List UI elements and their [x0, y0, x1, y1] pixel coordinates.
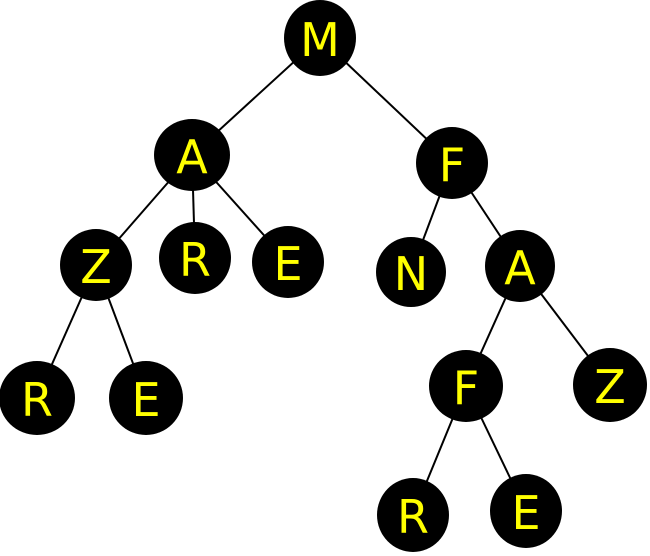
tree-node-m: M — [284, 0, 356, 76]
tree-node-r3: R — [377, 478, 449, 552]
tree-node-e2: E — [109, 361, 183, 435]
node-label: Z — [80, 240, 112, 294]
node-label: R — [397, 490, 429, 544]
node-circle — [485, 230, 555, 302]
node-circle — [376, 237, 446, 307]
tree-node-z2: Z — [573, 348, 647, 422]
tree-node-a2: A — [485, 230, 555, 302]
node-circle — [490, 474, 562, 548]
node-label: A — [176, 130, 208, 184]
node-label: F — [453, 361, 479, 415]
node-circle — [159, 222, 231, 294]
node-label: A — [504, 241, 536, 295]
tree-node-e1: E — [252, 226, 324, 298]
node-label: M — [300, 13, 340, 67]
tree-node-f2: F — [429, 350, 503, 422]
node-circle — [109, 361, 183, 435]
tree-node-a1: A — [154, 119, 230, 191]
node-label: R — [179, 233, 211, 287]
node-circle — [252, 226, 324, 298]
node-circle — [573, 348, 647, 422]
node-label: E — [273, 237, 302, 291]
node-label: E — [131, 373, 160, 427]
tree-node-r2: R — [0, 361, 75, 435]
tree-node-f1: F — [416, 127, 488, 199]
node-label: F — [439, 138, 465, 192]
node-label: E — [511, 486, 540, 540]
node-label: R — [21, 373, 53, 427]
node-circle — [284, 0, 356, 76]
node-circle — [0, 361, 75, 435]
node-circle — [429, 350, 503, 422]
tree-node-e3: E — [490, 474, 562, 548]
tree-node-z1: Z — [60, 229, 132, 301]
node-label: N — [394, 247, 428, 301]
tree-node-r1: R — [159, 222, 231, 294]
node-circle — [154, 119, 230, 191]
node-circle — [377, 478, 449, 552]
node-label: Z — [594, 360, 626, 414]
node-circle — [60, 229, 132, 301]
tree-node-n1: N — [376, 237, 446, 307]
node-circle — [416, 127, 488, 199]
